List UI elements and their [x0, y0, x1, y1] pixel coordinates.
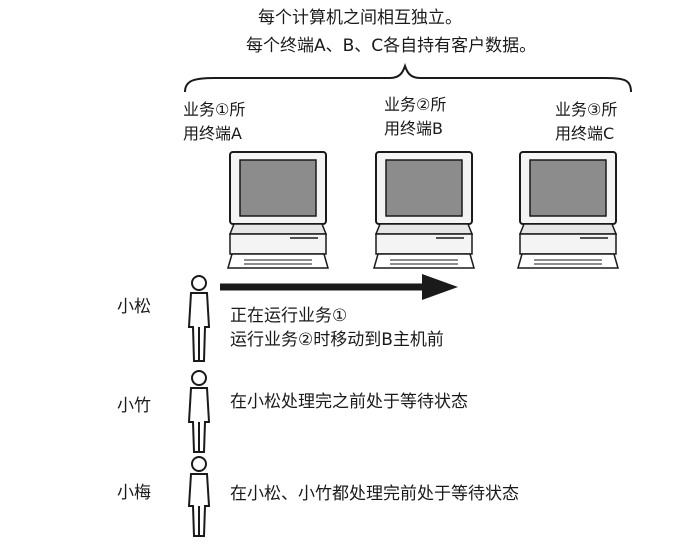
terminal-c-label-line-1: 业务③所: [555, 100, 618, 119]
person-name-2: 小竹: [117, 396, 151, 416]
person-figure-2: [187, 370, 211, 453]
header-line-2: 每个终端A、B、C各自持有客户数据。: [246, 36, 537, 56]
person-1-status-line-2: 运行业务②时移动到B主机前: [230, 330, 444, 350]
terminal-a-label-line-2: 用终端A: [183, 124, 242, 143]
person-2-status: 在小松处理完之前处于等待状态: [230, 392, 468, 412]
person-name-1: 小松: [117, 297, 151, 317]
terminal-b-computer: [373, 151, 475, 269]
person-name-3: 小梅: [117, 483, 151, 503]
terminal-c-computer: [517, 151, 619, 269]
person-1-status-line-1: 正在运行业务①: [230, 306, 348, 326]
person-figure-3: [187, 456, 211, 537]
move-arrow: [220, 274, 458, 300]
terminal-a-label-line-1: 业务①所: [183, 100, 246, 119]
terminal-b-label-line-1: 业务②所: [384, 95, 447, 114]
person-figure-1: [187, 275, 211, 362]
person-3-status: 在小松、小竹都处理完前处于等待状态: [230, 484, 519, 504]
terminal-c-label-line-2: 用终端C: [555, 124, 615, 143]
terminal-b-label-line-2: 用终端B: [384, 119, 443, 138]
grouping-brace: [184, 62, 632, 93]
terminal-a-computer: [227, 151, 329, 269]
header-line-1: 每个计算机之间相互独立。: [258, 8, 462, 28]
